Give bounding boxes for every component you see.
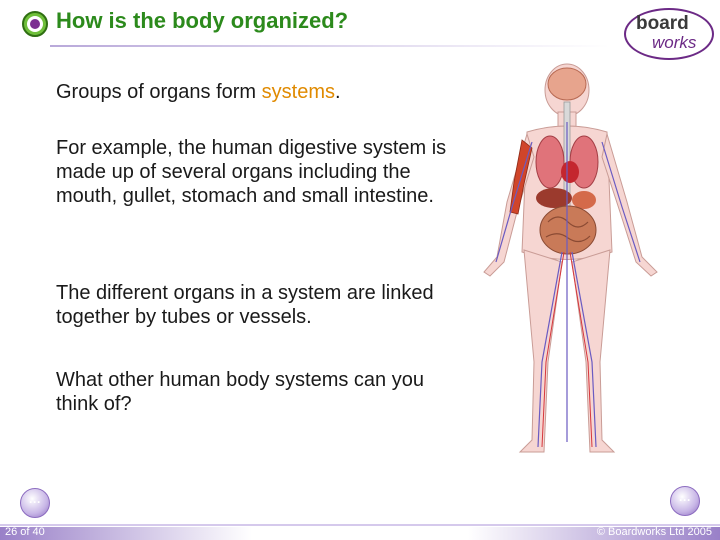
copyright-notice: © Boardworks Ltd 2005	[596, 526, 712, 538]
next-slide-button[interactable]: ···	[670, 486, 700, 516]
slide-number: 26 of 40	[5, 526, 45, 538]
title-divider	[50, 45, 610, 47]
intro-text: Groups of organs form	[56, 81, 262, 103]
intro-period: .	[335, 81, 341, 103]
human-body-systems-illustration	[483, 63, 658, 453]
previous-slide-button[interactable]: ···	[20, 488, 50, 518]
cell-nucleus	[30, 19, 40, 29]
intro-paragraph: Groups of organs form systems.	[56, 80, 456, 104]
question-paragraph: What other human body systems can you th…	[56, 369, 424, 415]
cell-icon	[22, 11, 48, 37]
page-title: How is the body organized?	[56, 8, 349, 33]
digestive-example-paragraph: For example, the human digestive system …	[56, 137, 447, 207]
organs-linked-paragraph: The different organs in a system are lin…	[56, 282, 434, 328]
logo-word-works: works	[652, 33, 697, 52]
previous-slide-icon: ···	[29, 495, 41, 509]
footer-bar	[0, 527, 720, 540]
logo-word-board: board	[636, 13, 689, 34]
footer-divider	[0, 524, 720, 526]
next-slide-icon: ···	[679, 493, 691, 507]
boardworks-logo: board works	[624, 8, 714, 60]
keyword-systems: systems	[261, 81, 335, 103]
